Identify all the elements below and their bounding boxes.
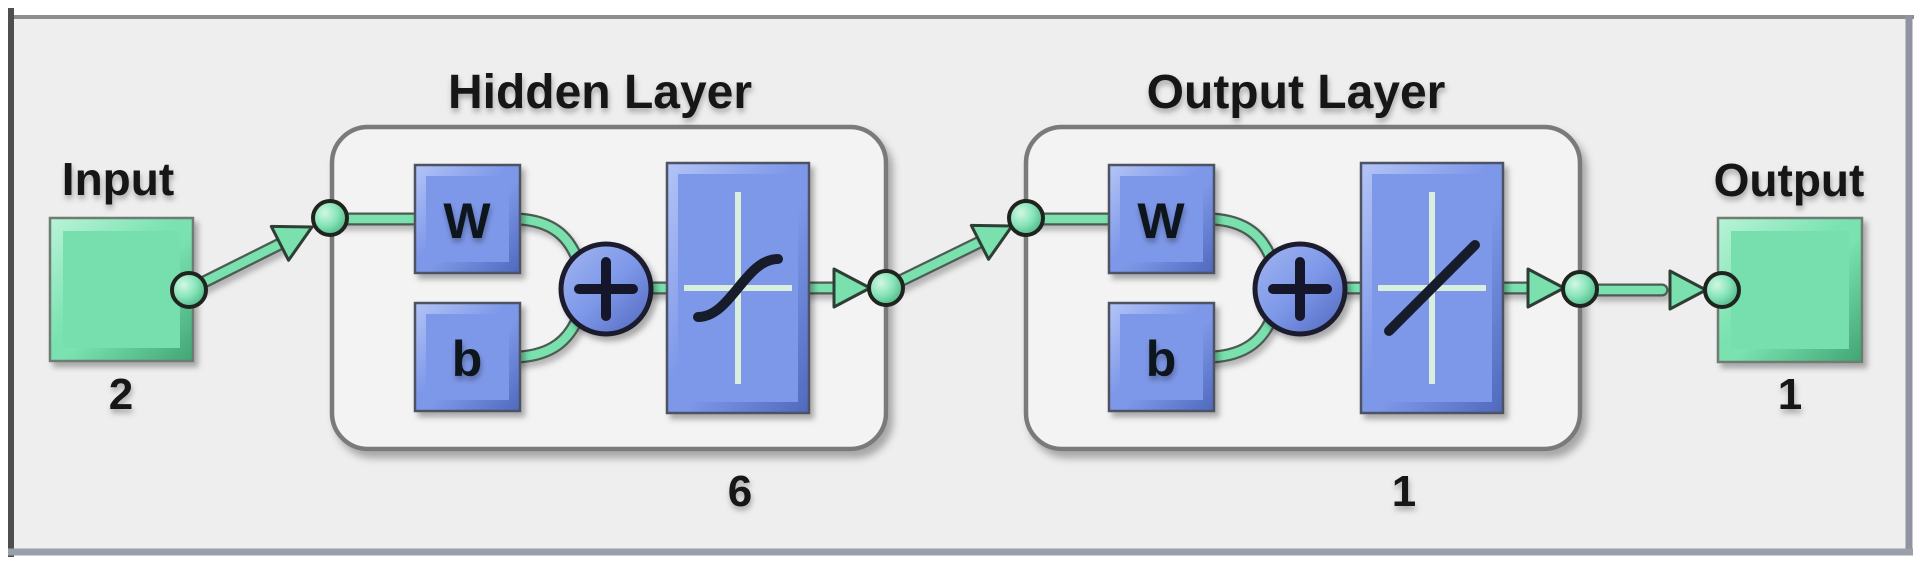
hidden-layer-size-label: 6 [728, 467, 752, 516]
output-entry-node-icon [1007, 199, 1045, 237]
interlayer-connector-shaft-green [893, 234, 991, 287]
output-square-node-icon [1703, 271, 1741, 309]
hidden-exit-arrow-icon [832, 267, 872, 309]
plus-icon [1268, 257, 1332, 321]
weight-block-face [1120, 176, 1203, 262]
output-exit-node-icon [1561, 270, 1599, 308]
output-exit-arrow-icon [1526, 267, 1566, 309]
sigmoid-curve-icon [693, 254, 783, 322]
linear-line-icon [1384, 240, 1480, 336]
input-square-face [63, 231, 180, 348]
labels: Input 2 Hidden Layer W b 6 Output Layer … [62, 66, 1865, 516]
interlayer-arrow-icon [969, 223, 1014, 261]
input-size-label: 2 [109, 370, 133, 419]
connector-lines [193, 212, 1669, 364]
output-layer-blocks [1107, 161, 1505, 415]
output-label: Output [1714, 154, 1865, 206]
weight-label: W [1137, 193, 1185, 249]
output-size-label: 1 [1778, 370, 1802, 419]
bias-block-face [1120, 314, 1203, 400]
input-square [48, 216, 195, 363]
input-node-icon [170, 271, 208, 309]
hidden-layer-blocks [413, 161, 811, 415]
hidden-layer-connectors [325, 212, 844, 364]
output-layer-connectors [1019, 212, 1538, 364]
hidden-exit-node-icon [867, 269, 905, 307]
bias-label: b [1146, 331, 1177, 387]
arrowheads [269, 223, 1708, 311]
output-layer-title: Output Layer [1147, 66, 1446, 119]
weight-label: W [443, 193, 491, 249]
output-square-face [1731, 231, 1849, 349]
input-connector-shaft-green [195, 236, 291, 289]
bias-block-face [426, 314, 509, 400]
output-square [1716, 216, 1864, 364]
input-label: Input [62, 153, 174, 205]
bias-label: b [452, 331, 483, 387]
output-arrow-icon [1668, 269, 1708, 311]
output-layer-size-label: 1 [1392, 467, 1416, 516]
input-arrow-icon [269, 224, 314, 262]
hidden-entry-node-icon [311, 199, 349, 237]
connection-nodes [170, 199, 1741, 309]
weight-block-face [426, 176, 509, 262]
plus-icon [574, 257, 638, 321]
hidden-layer-title: Hidden Layer [448, 66, 752, 119]
